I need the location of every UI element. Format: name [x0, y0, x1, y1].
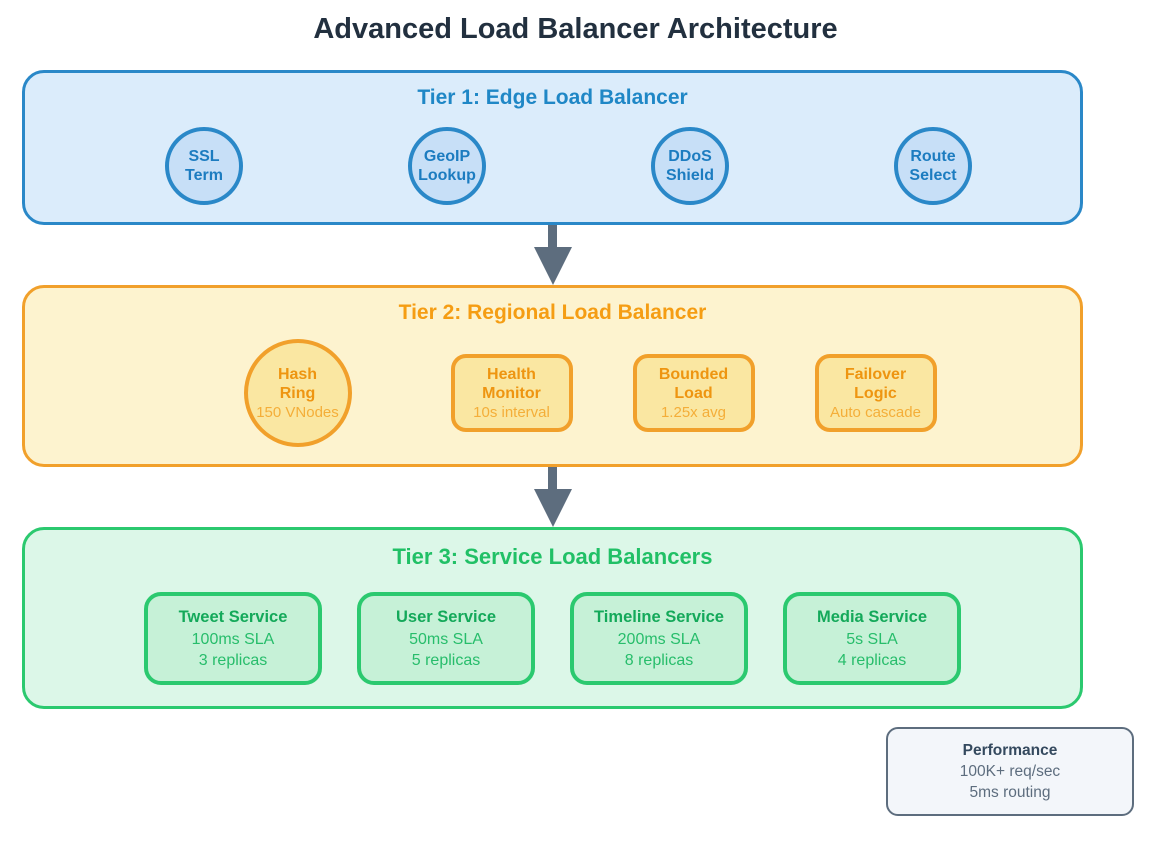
node-geoip-lookup: GeoIP Lookup — [408, 127, 486, 205]
service-name: User Service — [396, 608, 496, 626]
service-sla: 200ms SLA — [617, 631, 701, 648]
node-detail: 1.25x avg — [660, 403, 727, 421]
node-label-line: Lookup — [418, 167, 476, 184]
node-route-select: Route Select — [894, 127, 972, 205]
performance-throughput: 100K+ req/sec — [959, 763, 1061, 780]
tier3-services-row: Tweet Service 100ms SLA 3 replicas User … — [25, 592, 1080, 685]
node-label-line: Select — [909, 167, 957, 184]
performance-title: Performance — [962, 742, 1058, 759]
flow-arrow-tier2-to-tier3 — [22, 467, 1083, 527]
node-health-monitor: Health Monitor 10s interval — [450, 354, 573, 432]
node-label-line: Load — [674, 384, 713, 402]
service-name: Timeline Service — [594, 608, 724, 626]
service-card-media: Media Service 5s SLA 4 replicas — [783, 592, 961, 685]
node-label-line: Ring — [279, 384, 316, 402]
tier2-nodes-row: Hash Ring 150 VNodes Health Monitor 10s … — [25, 338, 1080, 448]
node-label-line: Monitor — [482, 384, 541, 402]
tier2-title: Tier 2: Regional Load Balancer — [398, 301, 707, 324]
arrow-shaft — [548, 467, 557, 489]
node-label-line: Failover — [844, 365, 907, 383]
node-ddos-shield: DDoS Shield — [651, 127, 729, 205]
performance-routing: 5ms routing — [969, 784, 1051, 801]
arrow-shaft — [548, 225, 557, 247]
node-bounded-load: Bounded Load 1.25x avg — [632, 354, 755, 432]
flow-arrow-tier1-to-tier2 — [22, 225, 1083, 285]
service-card-tweet: Tweet Service 100ms SLA 3 replicas — [144, 592, 322, 685]
diagram-title: Advanced Load Balancer Architecture — [313, 13, 838, 45]
node-detail: Auto cascade — [830, 403, 921, 421]
service-replicas: 4 replicas — [837, 652, 907, 669]
arrow-head-icon — [533, 489, 572, 527]
tier1-title: Tier 1: Edge Load Balancer — [417, 86, 688, 109]
architecture-diagram: Advanced Load Balancer Architecture Tier… — [0, 13, 1151, 842]
node-label-line: Shield — [665, 167, 714, 184]
service-sla: 5s SLA — [846, 631, 898, 648]
performance-note: Performance 100K+ req/sec 5ms routing — [886, 727, 1134, 816]
node-label-line: Term — [185, 167, 223, 184]
node-label-line: Health — [487, 365, 536, 383]
node-ssl-term: SSL Term — [165, 127, 243, 205]
tier3-title: Tier 3: Service Load Balancers — [392, 544, 713, 569]
service-replicas: 8 replicas — [624, 652, 694, 669]
tier2-regional-load-balancer-container: Tier 2: Regional Load Balancer Hash Ring… — [22, 285, 1083, 467]
node-label-line: Logic — [854, 384, 897, 402]
tier1-nodes-row: SSL Term GeoIP Lookup DDoS Shield Route … — [25, 127, 1080, 205]
node-failover-logic: Failover Logic Auto cascade — [814, 354, 937, 432]
node-label-line: DDoS — [668, 148, 712, 165]
service-replicas: 5 replicas — [411, 652, 481, 669]
service-name: Tweet Service — [178, 608, 288, 626]
node-detail: 10s interval — [473, 403, 550, 421]
node-label-line: Hash — [277, 365, 318, 383]
service-card-timeline: Timeline Service 200ms SLA 8 replicas — [570, 592, 748, 685]
node-detail: 150 VNodes — [256, 403, 339, 421]
tier3-service-load-balancers-container: Tier 3: Service Load Balancers Tweet Ser… — [22, 527, 1083, 709]
node-hash-ring: Hash Ring 150 VNodes — [243, 339, 352, 447]
arrow-head-icon — [533, 247, 572, 285]
node-label-line: Route — [910, 148, 956, 165]
service-name: Media Service — [816, 608, 928, 626]
node-label-line: Bounded — [658, 365, 729, 383]
tier1-edge-load-balancer-container: Tier 1: Edge Load Balancer SSL Term GeoI… — [22, 70, 1083, 225]
service-sla: 100ms SLA — [191, 631, 275, 648]
node-label-line: SSL — [188, 148, 220, 165]
service-sla: 50ms SLA — [409, 631, 483, 648]
service-replicas: 3 replicas — [198, 652, 268, 669]
service-card-user: User Service 50ms SLA 5 replicas — [357, 592, 535, 685]
node-label-line: GeoIP — [423, 148, 471, 165]
